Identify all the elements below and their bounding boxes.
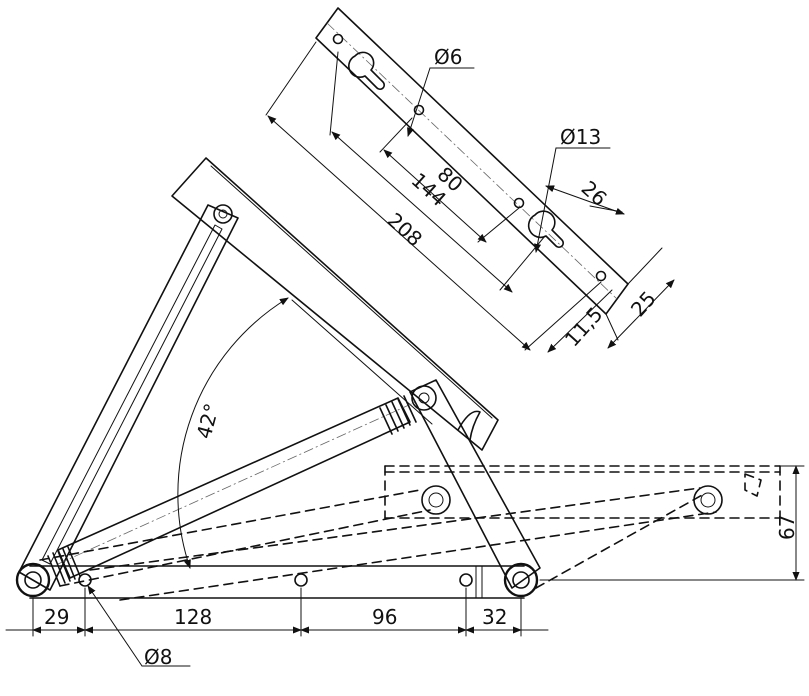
dim-208: 208 xyxy=(267,115,531,351)
lid-plate xyxy=(171,157,499,451)
dim-67-label: 67 xyxy=(775,515,799,540)
dim-phi6-label: Ø6 xyxy=(434,45,462,69)
plate-hole-1 xyxy=(332,33,344,45)
base-hole-3 xyxy=(459,573,473,587)
base-bar xyxy=(15,562,539,599)
gas-spring xyxy=(47,395,421,587)
bottom-dimensions: 29 128 96 32 xyxy=(5,587,549,637)
dim-angle-42: 42° xyxy=(177,297,289,569)
short-arm-top-pivot xyxy=(411,385,437,411)
base-pivot-right xyxy=(503,562,539,598)
lid-clip xyxy=(457,410,481,441)
closed-pivot-2 xyxy=(693,485,723,515)
dim-96-label: 96 xyxy=(372,605,397,629)
dim-208-label: 208 xyxy=(383,208,427,251)
base-pivot-left xyxy=(15,562,51,598)
dim-67: 67 xyxy=(539,465,805,581)
dim-25: 25 xyxy=(607,279,675,349)
keyhole-slot-1 xyxy=(348,51,386,91)
base-hole-2 xyxy=(294,573,308,587)
short-arm xyxy=(409,379,541,589)
dim-phi6: Ø6 xyxy=(407,45,475,137)
dim-26: 26 xyxy=(545,176,625,215)
dim-144: 144 xyxy=(331,131,513,293)
dim-angle-label: 42° xyxy=(192,401,224,441)
arm-top-pivot xyxy=(213,204,233,224)
closed-position-outline xyxy=(39,465,781,601)
dim-phi8-label: Ø8 xyxy=(144,645,172,669)
dim-26-label: 26 xyxy=(577,176,612,211)
dim-phi13: Ø13 xyxy=(533,125,611,253)
plate-hole-4 xyxy=(595,270,607,282)
dim-phi8: Ø8 xyxy=(87,585,191,669)
closed-pivot-1 xyxy=(421,485,451,515)
spring-coil-top xyxy=(379,395,417,435)
dim-32-label: 32 xyxy=(482,605,507,629)
dim-29-label: 29 xyxy=(44,605,69,629)
dim-128-label: 128 xyxy=(174,605,212,629)
mounting-plate xyxy=(315,7,629,315)
plate-hole-2 xyxy=(413,104,425,116)
dim-25-label: 25 xyxy=(626,286,661,321)
dim-phi13-label: Ø13 xyxy=(560,125,601,149)
